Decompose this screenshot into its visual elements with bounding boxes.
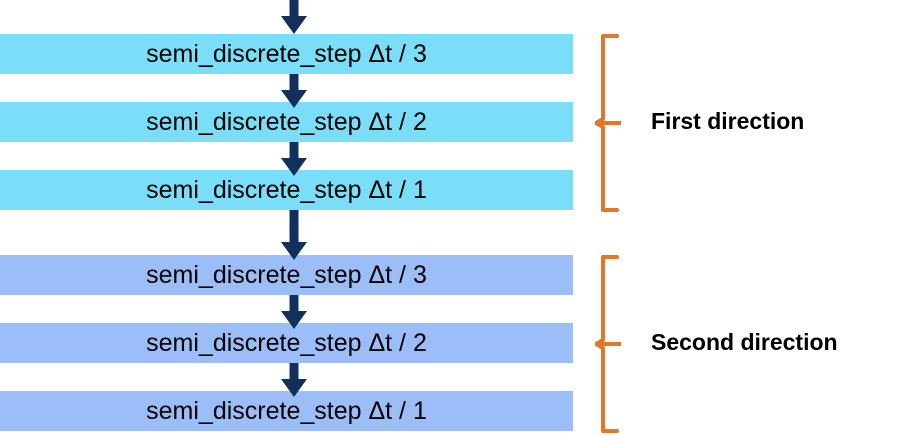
group-label-text: First direction: [651, 108, 805, 134]
step-label: semi_discrete_step Δt / 2: [146, 107, 427, 136]
arrow-shaft: [289, 0, 299, 16]
arrow-second-2-to-3: [274, 363, 314, 397]
step-box-second-3[interactable]: semi_discrete_step Δt / 1: [0, 391, 573, 431]
arrow-head: [281, 379, 307, 397]
arrow-shaft: [289, 295, 299, 311]
arrow-shaft: [289, 363, 299, 379]
arrow-shaft: [289, 142, 299, 158]
step-box-first-2[interactable]: semi_discrete_step Δt / 2: [0, 102, 573, 142]
group-label-text: Second direction: [651, 329, 838, 355]
arrow-head: [281, 158, 307, 176]
step-label: semi_discrete_step Δt / 3: [146, 39, 427, 68]
group-label-second-direction: Second direction: [651, 331, 838, 354]
brace-second-direction: [595, 255, 621, 433]
entry-arrow: [274, 0, 314, 34]
group-label-first-direction: First direction: [651, 110, 804, 133]
arrow-second-1-to-2: [274, 295, 314, 329]
step-box-second-2[interactable]: semi_discrete_step Δt / 2: [0, 323, 573, 363]
step-box-first-3[interactable]: semi_discrete_step Δt / 1: [0, 170, 573, 210]
arrow-shaft: [289, 210, 299, 242]
step-label: semi_discrete_step Δt / 1: [146, 396, 427, 425]
arrow-head: [281, 242, 307, 260]
arrow-shaft: [289, 74, 299, 90]
arrow-group-first-to-second: [274, 210, 314, 260]
step-box-second-1[interactable]: semi_discrete_step Δt / 3: [0, 255, 573, 295]
step-label: semi_discrete_step Δt / 1: [146, 175, 427, 204]
step-box-first-1[interactable]: semi_discrete_step Δt / 3: [0, 34, 573, 74]
arrow-head: [281, 90, 307, 108]
arrow-head: [281, 16, 307, 34]
brace-shape: [595, 255, 621, 433]
arrow-first-1-to-2: [274, 74, 314, 108]
step-label: semi_discrete_step Δt / 3: [146, 260, 427, 289]
arrow-head: [281, 311, 307, 329]
step-label: semi_discrete_step Δt / 2: [146, 328, 427, 357]
brace-shape: [595, 34, 621, 212]
brace-first-direction: [595, 34, 621, 212]
arrow-first-2-to-3: [274, 142, 314, 176]
